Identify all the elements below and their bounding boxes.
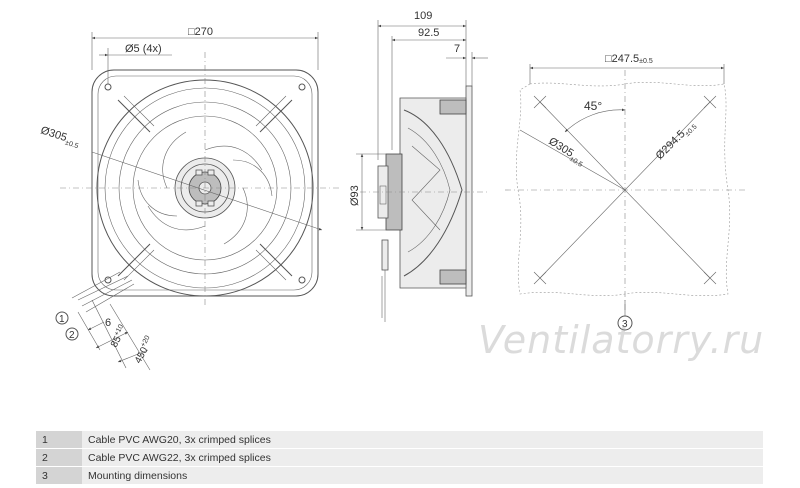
angle-45: 45° <box>584 99 602 113</box>
legend-text: Mounting dimensions <box>82 466 763 485</box>
dim-109: 109 <box>414 10 432 22</box>
legend-row: 1 Cable PVC AWG20, 3x crimped splices <box>36 431 763 449</box>
dim-6: 6 <box>105 317 111 329</box>
dim-square-247-5: □247.5±0.5 <box>605 53 653 65</box>
callout-circle-2 <box>65 327 79 341</box>
legend-number: 1 <box>36 431 82 449</box>
dim-outer-dia: Ø305±0.5 <box>38 124 81 150</box>
technical-drawing: □270 Ø5 (4x) Ø305±0.5 1 2 6 85+10 450+20 <box>38 10 745 371</box>
legend-number: 3 <box>36 466 82 485</box>
watermark: Ventilatorry.ru <box>478 318 765 362</box>
dim-square-270: □270 <box>188 26 213 38</box>
mounting-hole <box>298 276 306 284</box>
dim-305-mount: Ø305±0.5 <box>545 135 587 168</box>
dim-85: 85+10 <box>108 323 129 349</box>
callout-circle-3 <box>617 315 633 331</box>
dim-93: Ø93 <box>349 185 361 206</box>
callout-2: 2 <box>69 330 75 341</box>
legend-text: Cable PVC AWG20, 3x crimped splices <box>82 431 763 449</box>
side-view: 109 92.5 7 Ø93 <box>349 10 490 322</box>
mounting-hole <box>104 276 112 284</box>
callout-1: 1 <box>59 314 65 325</box>
dim-294-5: Ø294.5±0.5 <box>654 118 699 163</box>
legend-table: 1 Cable PVC AWG20, 3x crimped splices 2 … <box>36 431 763 485</box>
dim-92-5: 92.5 <box>418 27 439 39</box>
dim-7: 7 <box>454 43 460 55</box>
legend-number: 2 <box>36 448 82 467</box>
mounting-hole <box>104 83 112 91</box>
callout-circle-1 <box>55 311 69 325</box>
dim-holes: Ø5 (4x) <box>125 43 162 55</box>
legend-row: 2 Cable PVC AWG22, 3x crimped splices <box>36 448 763 467</box>
dim-450: 450+20 <box>132 334 156 365</box>
legend-row: 3 Mounting dimensions <box>36 466 763 485</box>
callout-3: 3 <box>622 319 628 330</box>
mounting-view: □247.5±0.5 45° Ø305±0.5 Ø294.5±0.5 3 <box>505 53 745 331</box>
mounting-hole <box>298 83 306 91</box>
legend-text: Cable PVC AWG22, 3x crimped splices <box>82 448 763 467</box>
front-view: □270 Ø5 (4x) Ø305±0.5 1 2 6 85+10 450+20 <box>38 26 340 371</box>
